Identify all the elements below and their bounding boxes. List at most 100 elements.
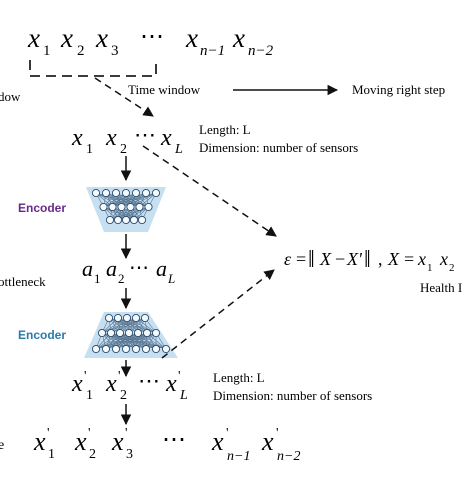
seq-x1: x [27,23,40,53]
bs-xn2-sub: n−2 [277,449,300,464]
b-a1: a [82,256,93,281]
network-node [108,202,117,212]
seq-xn1-sub: n−1 [200,43,225,59]
eq-Xprime: X' [346,249,363,269]
out-x1-prime: ' [84,369,87,384]
network-edge [95,332,121,350]
in-xL-sub: L [174,142,183,157]
input-window: x 1 x 2 ⋯ x L [71,122,183,157]
network-node [124,328,134,338]
seq-x2-sub: 2 [77,43,85,59]
network-node [115,328,125,338]
network-edge [115,192,149,208]
bs-dots: ⋯ [162,427,186,453]
network-node [126,202,135,212]
bs-x2-prime: ' [88,426,91,441]
out-x1: x [71,371,83,397]
network-edge [128,332,157,350]
network-edge [95,332,130,350]
b-dots: ⋯ [129,257,149,279]
output-length: Length: L [213,370,265,385]
network-node [121,188,131,198]
input-length: Length: L [199,122,251,137]
encoder-bottom-nodes [91,313,171,354]
b-a1-sub: 1 [94,271,101,286]
network-edge [125,206,149,221]
in-x1: x [71,125,83,151]
in-x2: x [105,125,117,151]
network-edge [103,206,127,221]
encoder-top-network [86,187,166,232]
seq-x2: x [60,23,73,53]
bs-x1-prime: ' [47,426,50,441]
bottom-left-partial: e [0,438,4,453]
network-node [151,344,161,354]
network-node [135,202,144,212]
network-node [101,344,111,354]
out-xL-prime: ' [178,369,181,384]
bottleneck-vector: a 1 a 2 ⋯ a L [82,256,175,286]
network-edge [115,192,140,208]
window-label-partial: dow [0,89,21,104]
network-node [141,344,151,354]
network-node [101,188,111,198]
input-dimension: Dimension: number of sensors [199,140,358,155]
seq-xn2: x [232,23,245,53]
network-edge [103,192,127,208]
network-edge [101,317,137,334]
output-dimension: Dimension: number of sensors [213,388,372,403]
network-node [105,215,115,225]
in-xL: x [160,125,172,151]
bs-xn2: x [261,427,274,456]
network-node [131,344,141,354]
network-node [111,344,121,354]
network-node [131,188,141,198]
encoder-top-label: Encoder [18,201,66,215]
out-x2-prime: ' [118,369,121,384]
eq-x2-sub: 2 [449,262,455,274]
network-edge [110,332,147,350]
seq-xn2-sub: n−2 [248,43,274,59]
health-label: Health I [420,280,462,295]
encoder-bottom-network [84,312,178,358]
network-node [113,313,123,323]
eq-X: X [319,249,332,269]
network-edge [130,192,157,208]
network-node [97,328,107,338]
seq-dots: ⋯ [140,24,164,50]
input-to-equation-arrow [142,145,277,237]
out-x2-sub: 2 [120,388,127,403]
output-to-equation-arrow [161,269,275,359]
eq-x1-sub: 1 [427,262,433,274]
seq-x3-sub: 3 [111,43,119,59]
bottleneck-label: ottleneck [0,274,46,289]
eq-norm-close: ‖ [364,247,371,273]
network-node [99,202,108,212]
network-node [133,328,143,338]
seq-x3: x [95,23,108,53]
bs-x3: x [111,427,124,456]
network-node [104,313,114,323]
b-a2-sub: 2 [118,271,125,286]
b-a2: a [106,256,117,281]
network-node [111,188,121,198]
network-edge [103,192,137,208]
network-node [131,313,141,323]
eq-X2: X [387,249,400,269]
network-node [140,313,150,323]
network-edge [110,317,146,334]
out-x2: x [105,371,117,397]
out-x1-sub: 1 [86,388,93,403]
network-edge [146,332,167,350]
reconstruction-error-equation: ε = ‖ X − X' ‖ , X = x 1 x 2 [284,247,455,274]
network-edge [125,192,149,208]
network-edge [105,192,131,208]
out-dots: ⋯ [138,368,160,393]
encoder-top-nodes [91,188,161,225]
network-node [141,188,151,198]
network-edge [105,192,140,208]
time-window-bracket [29,60,157,77]
bs-x2-sub: 2 [89,447,96,462]
